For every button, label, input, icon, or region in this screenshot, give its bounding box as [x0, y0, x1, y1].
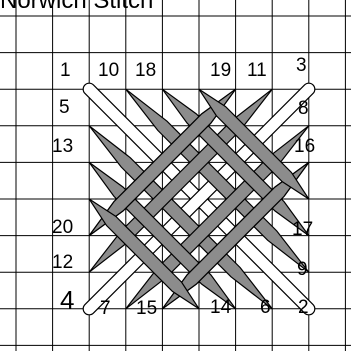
stitches [81, 81, 318, 318]
label-9: 9 [297, 259, 308, 280]
label-15: 15 [136, 298, 157, 319]
label-4: 4 [60, 285, 74, 315]
label-3: 3 [296, 55, 307, 76]
label-13: 13 [52, 136, 73, 157]
label-6: 6 [260, 297, 271, 318]
label-20: 20 [52, 217, 73, 238]
diagram-title: Norwich Stitch [0, 0, 153, 15]
label-1: 1 [60, 60, 71, 81]
label-14: 14 [210, 297, 232, 318]
label-18: 18 [135, 60, 156, 81]
label-17: 17 [292, 219, 313, 240]
label-11: 11 [247, 60, 267, 81]
label-5: 5 [59, 97, 70, 118]
label-2: 2 [298, 297, 309, 318]
label-19: 19 [210, 60, 231, 81]
label-12: 12 [52, 252, 73, 273]
label-10: 10 [98, 60, 119, 81]
label-7: 7 [100, 298, 111, 319]
label-16: 16 [294, 136, 315, 157]
label-8: 8 [298, 98, 309, 119]
